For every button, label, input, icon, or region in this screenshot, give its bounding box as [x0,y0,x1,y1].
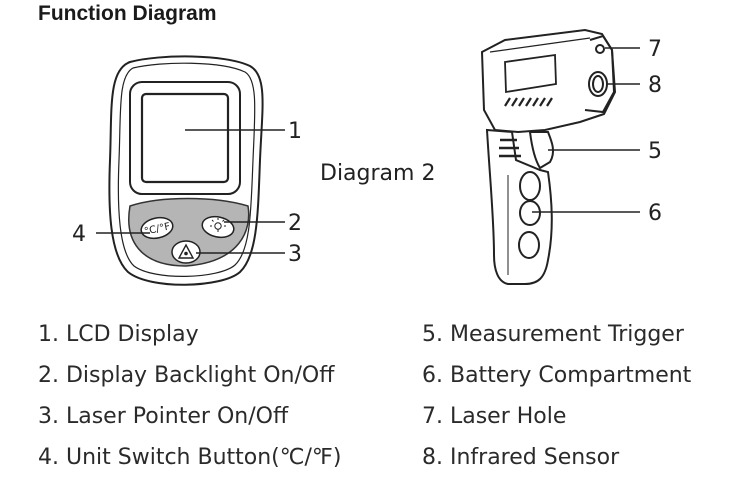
legend-item-laser-hole: 7. Laser Hole [422,404,567,429]
diagram-canvas: °C/°F 1 2 3 4 Diagram 2 [72,28,662,286]
gun-head-top-edge [489,37,591,53]
legend-item-battery-compartment: 6. Battery Compartment [422,363,692,388]
gun-grip-ridge [499,138,521,158]
laser-warning-icon [177,243,195,259]
gun-front-face [584,34,616,114]
callout-8: 8 [648,73,662,98]
callout-1: 1 [288,119,302,144]
callout-5: 5 [648,139,662,164]
device-body-outline [108,55,264,286]
button-panel [128,197,250,267]
page-title: Function Diagram [38,2,217,25]
callout-3: 3 [288,242,302,267]
gun-grip [485,128,553,285]
legend-item-lcd-display: 1. LCD Display [38,322,199,347]
thermometer-front [108,55,264,286]
legend-item-backlight: 2. Display Backlight On/Off [38,363,335,388]
legend-item-laser-pointer: 3. Laser Pointer On/Off [38,404,289,429]
legend-left: 1. LCD Display 2. Display Backlight On/O… [38,314,341,478]
bulb-icon [210,218,226,232]
gun-vents [504,97,553,107]
gun-head [480,28,617,134]
measurement-trigger[interactable] [528,131,555,170]
legend-item-infrared-sensor: 8. Infrared Sensor [422,445,620,470]
device-body-inner-outline [117,62,256,277]
callout-4: 4 [72,222,86,247]
battery-compartment-3 [518,231,540,259]
thermometer-side [480,28,617,285]
battery-compartment-2 [519,200,541,226]
callout-2: 2 [288,211,302,236]
lcd-bezel [129,81,241,195]
infrared-sensor-inner [592,75,604,93]
lcd-display [140,92,230,184]
legend-item-unit-switch: 4. Unit Switch Button(℃/℉) [38,445,342,470]
battery-compartment [519,171,541,201]
laser-hole [595,44,605,54]
legend-right: 5. Measurement Trigger 6. Battery Compar… [422,314,691,478]
front-callout-lines [96,129,285,254]
callout-7: 7 [648,37,662,62]
diagram-2-label: Diagram 2 [320,161,435,186]
side-callout-lines [532,47,640,213]
gun-display-window [504,53,557,94]
legend-item-measurement-trigger: 5. Measurement Trigger [422,322,684,347]
unit-button-label: °C/°F [143,221,171,237]
callout-6: 6 [648,201,662,226]
